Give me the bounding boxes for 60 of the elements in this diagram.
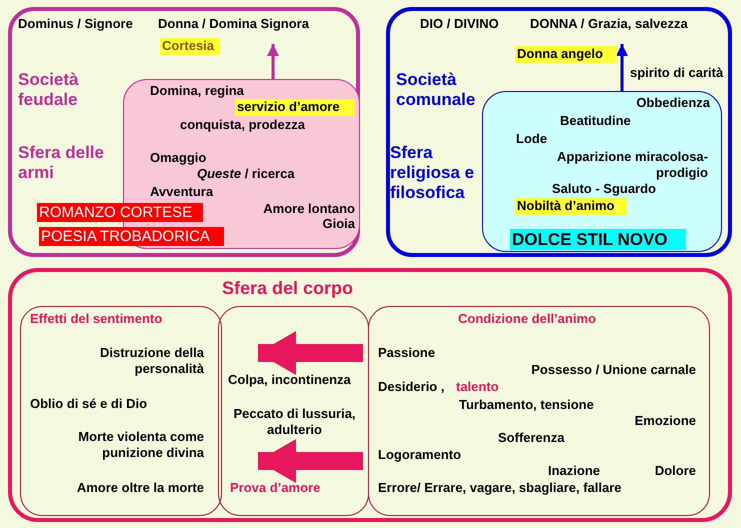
highlighted-label: POESIA TROBADORICA	[39, 227, 224, 246]
highlighted-label: servizio d’amore	[235, 99, 355, 116]
text-label: Logoramento	[378, 447, 462, 463]
highlighted-label: Donna angelo	[515, 46, 617, 63]
block-arrow	[258, 331, 363, 375]
text-label: Queste / ricerca	[197, 166, 296, 182]
text-label: Saluto - Sguardo	[552, 181, 657, 197]
text-label: spirito di carità	[630, 65, 724, 81]
rounded-panel	[482, 91, 722, 252]
text-label: Colpa, incontinenza	[228, 372, 352, 388]
highlighted-label: Cortesia	[160, 38, 220, 55]
highlighted-label: DOLCE STIL NOVO	[510, 229, 686, 250]
heading-text: Sfera del corpo	[222, 278, 354, 299]
text-label: Apparizione miracolosa-prodigio	[556, 149, 708, 181]
text-label: Domina, regina	[150, 83, 245, 99]
text-label: conquista, prodezza	[180, 117, 306, 133]
text-label: Passione	[378, 345, 436, 361]
highlighted-label: ROMANZO CORTESE	[37, 203, 203, 222]
text-label: Errore/ Errare, vagare, sbagliare, fallare	[378, 480, 623, 496]
text-label: Amore oltre la morte	[76, 480, 204, 496]
arrow	[616, 44, 628, 91]
text-label: Effetti del sentimento	[30, 311, 164, 327]
text-label: Amore lontano	[262, 201, 355, 217]
text-label: Emozione	[634, 413, 696, 429]
rounded-panel	[8, 268, 732, 522]
text-label: Oblio di sé e di Dio	[30, 396, 148, 412]
text-label: DIO / DIVINO	[420, 16, 500, 32]
highlighted-label: Nobiltà d’animo	[515, 198, 627, 215]
heading-text: Società comunale	[396, 70, 476, 110]
text-label: Dominus / Signore	[18, 16, 134, 32]
text-label: talento	[456, 379, 500, 395]
arrow	[267, 44, 279, 79]
text-label: Possesso / Unione carnale	[530, 362, 696, 378]
text-label: Omaggio	[150, 150, 208, 166]
text-label: Morte violenta come punizione divina	[77, 429, 204, 461]
rounded-panel	[8, 7, 360, 257]
text-label: Condizione dell’animo	[458, 311, 597, 327]
text-label: Dolore	[654, 463, 696, 479]
heading-text: Sfera religiosa e filosofica	[390, 143, 476, 203]
text-label: Avventura	[150, 184, 214, 200]
text-label: Distruzione della personalità	[98, 345, 204, 377]
text-label: Lode	[516, 131, 548, 147]
rounded-panel	[386, 7, 732, 257]
text-label: Obbedienza	[635, 95, 710, 111]
text-label: Beatitudine	[560, 113, 632, 129]
heading-text: Sfera delle armi	[18, 143, 105, 183]
text-label: DONNA / Grazia, salvezza	[528, 16, 718, 34]
text-label: Inazione	[548, 463, 602, 479]
heading-text: Società feudale	[18, 70, 80, 110]
text-label: Sofferenza	[498, 430, 566, 446]
rounded-panel	[20, 306, 222, 516]
text-label: Desiderio ,	[378, 379, 446, 395]
text-label: Prova d’amore	[230, 480, 322, 496]
block-arrow	[258, 439, 363, 483]
rounded-panel	[368, 306, 710, 516]
rounded-panel	[218, 306, 369, 516]
text-label: Donna / Domina Signora	[156, 16, 338, 34]
text-label: Peccato di lussuria, adulterio	[232, 406, 357, 438]
text-label: Gioia	[321, 216, 355, 232]
text-label: Turbamento, tensione	[459, 397, 595, 413]
